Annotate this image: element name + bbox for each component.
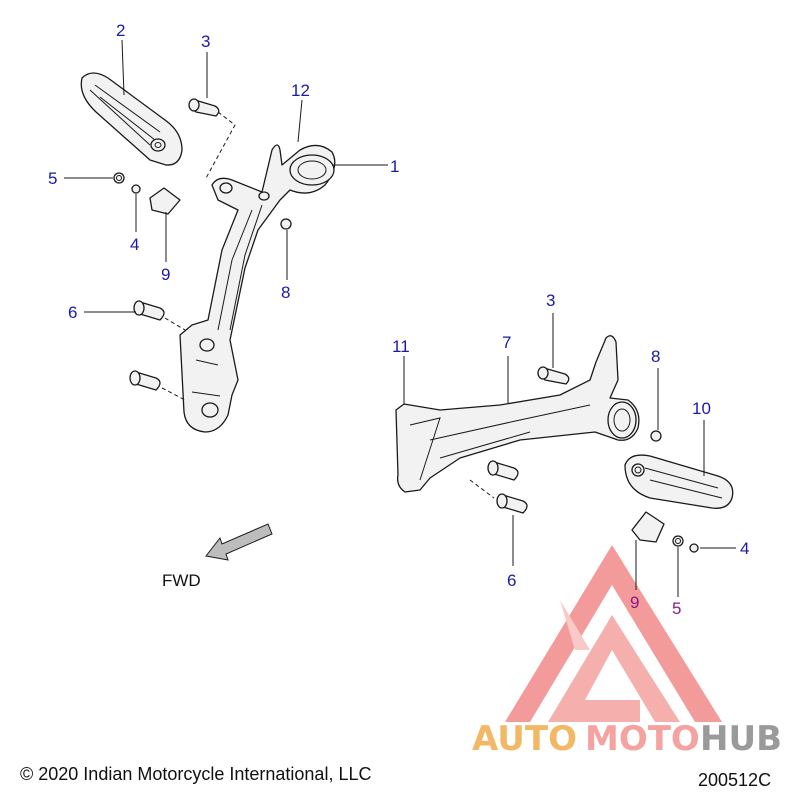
forward-direction-label: FWD xyxy=(162,571,201,590)
right-footrest-assembly xyxy=(395,335,734,553)
right-nut xyxy=(672,535,684,547)
left-clip xyxy=(149,187,181,215)
callout-6-left: 6 xyxy=(68,303,77,322)
logo-accent-icon xyxy=(560,600,590,650)
callout-7: 7 xyxy=(502,333,511,352)
callout-9-left: 9 xyxy=(161,265,170,284)
left-washer xyxy=(131,184,141,194)
watermark-text: AUTO MOTO HUB xyxy=(472,719,782,759)
logo-triangle-inner-icon xyxy=(548,615,680,722)
callout-4-left: 4 xyxy=(130,235,139,254)
callout-1: 1 xyxy=(390,157,399,176)
left-bracket xyxy=(179,144,336,433)
callout-5-right: 5 xyxy=(672,599,681,618)
callout-11: 11 xyxy=(392,337,410,356)
left-bolt-upper xyxy=(133,300,165,321)
callout-8-right: 8 xyxy=(651,347,660,366)
callout-8-left: 8 xyxy=(281,283,290,302)
right-washer xyxy=(689,543,699,553)
leader-lines xyxy=(64,39,736,597)
callout-5-left: 5 xyxy=(48,169,57,188)
right-footpeg xyxy=(624,454,734,509)
callout-6-right: 6 xyxy=(507,571,516,590)
left-pin xyxy=(188,98,220,117)
right-bolt-upper xyxy=(487,460,519,481)
watermark-logo xyxy=(505,545,722,722)
callout-12: 12 xyxy=(291,81,310,100)
callout-4-right: 4 xyxy=(740,539,749,558)
right-bolt-lower xyxy=(496,493,528,514)
figure-id: 200512C xyxy=(698,770,771,790)
logo-triangle-outer-icon xyxy=(505,545,722,722)
watermark-hub: HUB xyxy=(700,719,782,759)
callout-10: 10 xyxy=(692,399,711,418)
right-clip xyxy=(631,511,665,543)
right-pin xyxy=(537,366,570,385)
copyright-notice: © 2020 Indian Motorcycle International, … xyxy=(20,764,371,784)
left-footpeg xyxy=(80,72,183,166)
callout-3-right: 3 xyxy=(546,291,555,310)
left-nut xyxy=(113,172,125,184)
right-bracket xyxy=(395,335,640,493)
callout-numbers: 2 3 12 1 5 4 9 8 6 3 11 7 8 10 4 6 9 5 xyxy=(48,21,749,618)
watermark-moto: MOTO xyxy=(585,719,700,759)
left-oring xyxy=(280,218,292,230)
callout-2: 2 xyxy=(116,21,125,40)
forward-arrow-icon xyxy=(205,523,273,561)
callout-3-left: 3 xyxy=(201,32,210,51)
watermark-auto: AUTO xyxy=(472,719,577,759)
callout-9-right: 9 xyxy=(630,593,639,612)
right-oring xyxy=(650,430,662,442)
left-footrest-assembly xyxy=(80,72,336,433)
left-bolt-lower xyxy=(129,370,161,391)
